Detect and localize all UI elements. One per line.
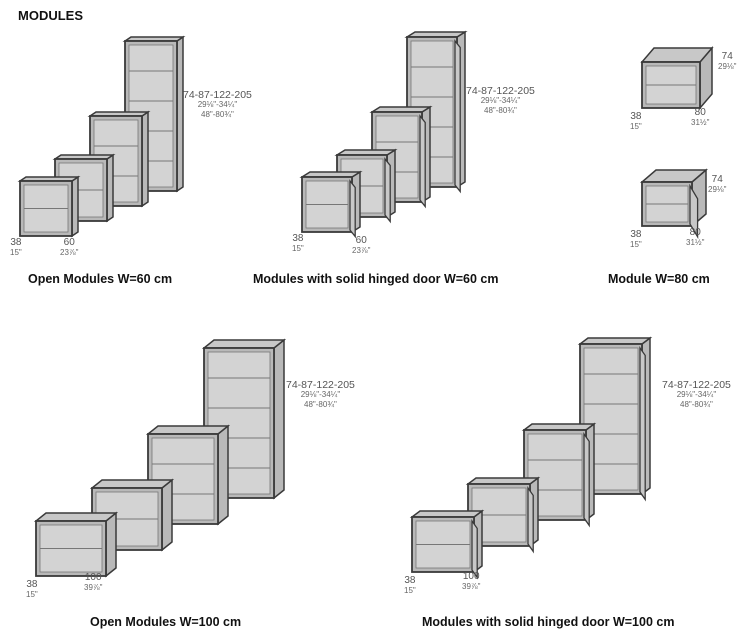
depth-cm-label: 38 xyxy=(630,229,642,240)
module-door xyxy=(454,39,461,194)
w80-open-width: 80 31½" xyxy=(691,108,709,128)
depth-cm-label: 38 xyxy=(630,111,642,122)
module-top xyxy=(89,479,175,489)
door-100-heights: 74-87-122-205 29⅛"-34¼" 48"-80¾" xyxy=(662,380,731,410)
w80-caption: Module W=80 cm xyxy=(608,272,710,286)
height-in-label-2: 48"-80¾" xyxy=(484,106,517,115)
width-cm-label: 100 xyxy=(84,572,102,583)
height-in-label-1: 29⅛"-34¼" xyxy=(480,96,521,105)
module-door xyxy=(639,345,646,502)
w80-door-height: 74 29⅛" xyxy=(708,175,726,195)
door-100-width: 100 39⅞" xyxy=(462,572,480,592)
width-cm-label: 80 xyxy=(689,227,701,238)
height-in-label: 29⅛" xyxy=(708,185,727,194)
bookcase-module xyxy=(409,509,485,580)
bookcase-module xyxy=(639,168,709,240)
module-door xyxy=(349,179,356,239)
height-cm-label: 74 xyxy=(711,174,723,185)
width-cm-label: 100 xyxy=(462,571,480,582)
module-top xyxy=(33,512,119,522)
module-top xyxy=(201,339,287,349)
w80-door-depth: 38 15" xyxy=(630,230,642,250)
open-60-depth: 38 15" xyxy=(10,238,22,258)
module-door xyxy=(583,431,590,528)
door-100-caption: Modules with solid hinged door W=100 cm xyxy=(422,615,675,629)
open-100-depth: 38 15" xyxy=(26,580,38,600)
depth-cm-label: 38 xyxy=(26,579,38,590)
width-cm-label: 80 xyxy=(694,107,706,118)
width-in-label: 39⅞" xyxy=(84,583,103,592)
bookcase-module xyxy=(33,511,119,578)
depth-in-label: 15" xyxy=(292,244,304,253)
door-60-width: 60 23⅞" xyxy=(352,236,370,256)
height-in-label-2: 48"-80¾" xyxy=(201,110,234,119)
width-in-label: 23⅞" xyxy=(352,246,371,255)
w80-door-width: 80 31½" xyxy=(686,228,704,248)
module-side xyxy=(217,424,229,526)
module-door xyxy=(471,518,478,580)
depth-in-label: 15" xyxy=(10,248,22,257)
height-in-label-2: 48"-80¾" xyxy=(304,400,337,409)
depth-in-label: 15" xyxy=(630,240,642,249)
height-in-label: 29⅛" xyxy=(718,62,737,71)
width-in-label: 23⅞" xyxy=(60,248,79,257)
depth-in-label: 15" xyxy=(26,590,38,599)
module-side xyxy=(161,478,173,552)
module-side xyxy=(106,153,114,223)
module-top xyxy=(640,47,714,63)
open-60-width: 60 23⅞" xyxy=(60,238,78,258)
height-in-label-1: 29⅛"-34¼" xyxy=(197,100,238,109)
open-60-heights: 74-87-122-205 29⅛"-34¼" 48"-80¾" xyxy=(183,90,252,120)
height-cm-label: 74-87-122-205 xyxy=(286,379,355,391)
module-door xyxy=(384,157,391,224)
module-top xyxy=(409,510,485,518)
door-60-heights: 74-87-122-205 29⅛"-34¼" 48"-80¾" xyxy=(466,86,535,116)
depth-in-label: 15" xyxy=(630,122,642,131)
depth-cm-label: 38 xyxy=(404,575,416,586)
module-door xyxy=(689,183,699,240)
open-100-caption: Open Modules W=100 cm xyxy=(90,615,242,629)
width-in-label: 31½" xyxy=(686,238,705,247)
height-in-label-2: 48"-80¾" xyxy=(680,400,713,409)
height-cm-label: 74 xyxy=(721,51,733,62)
module-door xyxy=(419,114,426,209)
width-in-label: 31½" xyxy=(691,118,710,127)
w80-open-depth: 38 15" xyxy=(630,112,642,132)
module-side xyxy=(105,511,117,578)
width-cm-label: 60 xyxy=(355,235,367,246)
depth-cm-label: 38 xyxy=(10,237,22,248)
bookcase-module xyxy=(299,170,363,239)
bookcase-module xyxy=(640,45,714,111)
open-100-heights: 74-87-122-205 29⅛"-34¼" 48"-80¾" xyxy=(286,380,355,410)
w80-open-height: 74 29⅛" xyxy=(718,52,736,72)
width-in-label: 39⅞" xyxy=(462,582,481,591)
open-60-caption: Open Modules W=60 cm xyxy=(28,272,173,286)
module-door xyxy=(527,485,534,554)
door-100-depth: 38 15" xyxy=(404,576,416,596)
bookcase-module xyxy=(145,424,231,526)
page-heading: MODULES xyxy=(18,8,83,23)
width-cm-label: 60 xyxy=(63,237,75,248)
bookcase-module xyxy=(122,35,186,193)
depth-in-label: 15" xyxy=(404,586,416,595)
depth-cm-label: 38 xyxy=(292,233,304,244)
module-side xyxy=(273,338,285,500)
height-cm-label: 74-87-122-205 xyxy=(662,379,731,391)
door-60-depth: 38 15" xyxy=(292,234,304,254)
module-side xyxy=(71,175,79,238)
height-cm-label: 74-87-122-205 xyxy=(466,85,535,97)
open-100-width: 100 39⅞" xyxy=(84,573,102,593)
height-in-label-1: 29⅛"-34¼" xyxy=(676,390,717,399)
height-cm-label: 74-87-122-205 xyxy=(183,89,252,101)
door-60-caption: Modules with solid hinged door W=60 cm xyxy=(253,272,499,286)
bookcase-module xyxy=(17,175,81,238)
height-in-label-1: 29⅛"-34¼" xyxy=(300,390,341,399)
module-top xyxy=(145,425,231,435)
